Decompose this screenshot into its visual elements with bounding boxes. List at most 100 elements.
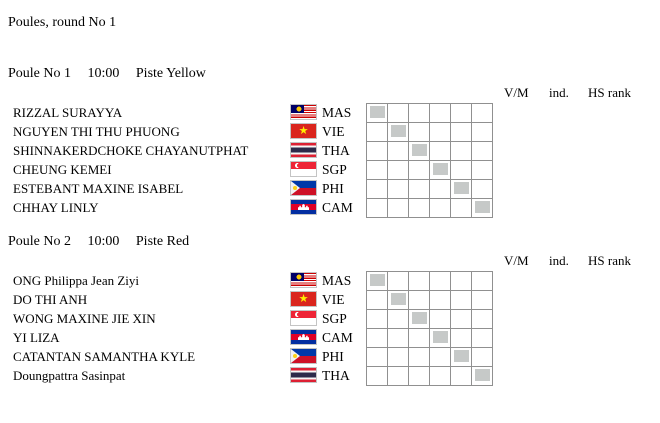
score-cell	[429, 122, 451, 142]
score-cell	[471, 103, 493, 123]
fencer-row: ESTEBANT MAXINE ISABEL PHI	[0, 179, 660, 198]
vm-column-header: V/M	[504, 253, 529, 268]
score-cell	[450, 271, 472, 291]
vietnam-flag-icon	[290, 123, 317, 139]
score-cell	[429, 271, 451, 291]
fencer-row: Doungpattra Sasinpat THA	[0, 366, 660, 385]
score-cell	[366, 179, 388, 199]
diagonal-fill	[370, 106, 385, 118]
fencer-name: DO THI ANH	[13, 292, 88, 307]
score-cell	[408, 179, 430, 199]
score-cell	[366, 198, 388, 218]
score-cell-blocked	[429, 160, 451, 180]
fencer-name: YI LIZA	[13, 330, 60, 345]
score-cell-blocked	[450, 347, 472, 367]
score-cell	[429, 179, 451, 199]
thailand-flag-icon	[290, 142, 317, 158]
country-code: THA	[322, 143, 350, 158]
fencer-row: DO THI ANH VIE	[0, 290, 660, 309]
score-cell	[471, 309, 493, 329]
country-code: THA	[322, 368, 350, 383]
score-cell	[429, 366, 451, 386]
score-cell	[429, 198, 451, 218]
country-code: CAM	[322, 330, 353, 345]
score-cell	[450, 328, 472, 348]
score-cell	[471, 122, 493, 142]
poule-2-number: Poule No 2	[8, 234, 71, 249]
country-code: SGP	[322, 162, 347, 177]
poule-2-piste: Piste Red	[135, 234, 190, 249]
country-code: PHI	[322, 349, 344, 364]
score-cell	[429, 103, 451, 123]
philippines-flag-icon	[290, 180, 317, 196]
score-cell	[408, 366, 430, 386]
fencer-row: CHHAY LINLY CAM	[0, 198, 660, 217]
malaysia-flag-icon	[290, 272, 317, 288]
fencer-row: WONG MAXINE JIE XIN SGP	[0, 309, 660, 328]
score-cell	[387, 160, 409, 180]
country-code: VIE	[322, 124, 345, 139]
country-code: SGP	[322, 311, 347, 326]
country-code: MAS	[322, 273, 352, 288]
score-cell	[408, 271, 430, 291]
fencer-row: NGUYEN THI THU PHUONG VIE	[0, 122, 660, 141]
score-cell	[450, 160, 472, 180]
score-cell	[471, 347, 493, 367]
score-cell	[387, 103, 409, 123]
hs-rank-column-header: HS rank	[588, 85, 631, 100]
poule-1-score-grid	[366, 103, 493, 218]
fencer-name: ESTEBANT MAXINE ISABEL	[13, 181, 184, 196]
vm-column-header: V/M	[504, 85, 529, 100]
score-cell	[450, 141, 472, 161]
malaysia-flag-icon	[290, 104, 317, 120]
fencer-row: CHEUNG KEMEI SGP	[0, 160, 660, 179]
score-cell	[387, 347, 409, 367]
page-title: Poules, round No 1	[8, 15, 117, 30]
score-cell	[366, 366, 388, 386]
score-cell	[366, 328, 388, 348]
score-cell	[366, 347, 388, 367]
score-cell	[408, 328, 430, 348]
fencer-row: CATANTAN SAMANTHA KYLE PHI	[0, 347, 660, 366]
poule-1-time: 10:00	[87, 66, 120, 81]
poule-1-header: Poule No 1 10:00 Piste Yellow	[8, 66, 219, 82]
score-cell-blocked	[408, 309, 430, 329]
diagonal-fill	[433, 163, 448, 175]
diagonal-fill	[412, 144, 427, 156]
score-cell	[450, 366, 472, 386]
score-cell-blocked	[387, 122, 409, 142]
score-cell	[471, 160, 493, 180]
poule-2-time: 10:00	[87, 234, 120, 249]
poule-1-number: Poule No 1	[8, 66, 71, 81]
score-cell-blocked	[450, 179, 472, 199]
score-cell	[387, 309, 409, 329]
score-cell-blocked	[366, 271, 388, 291]
thailand-flag-icon	[290, 367, 317, 383]
country-code: CAM	[322, 200, 353, 215]
score-cell	[387, 198, 409, 218]
score-cell	[471, 141, 493, 161]
poule-1-column-headers: V/M ind. HS rank	[0, 85, 660, 100]
score-cell	[450, 103, 472, 123]
score-cell-blocked	[471, 366, 493, 386]
score-cell	[471, 179, 493, 199]
cambodia-flag-icon	[290, 329, 317, 345]
score-cell	[387, 366, 409, 386]
diagonal-fill	[475, 201, 490, 213]
score-cell	[471, 271, 493, 291]
fencer-name: SHINNAKERDCHOKE CHAYANUTPHAT	[13, 143, 249, 158]
country-code: MAS	[322, 105, 352, 120]
cambodia-flag-icon	[290, 199, 317, 215]
score-cell	[366, 160, 388, 180]
score-cell	[366, 290, 388, 310]
score-cell	[450, 122, 472, 142]
fencer-name: RIZZAL SURAYYA	[13, 105, 123, 120]
philippines-flag-icon	[290, 348, 317, 364]
fencer-name: CHEUNG KEMEI	[13, 162, 112, 177]
diagonal-fill	[391, 125, 406, 137]
diagonal-fill	[433, 331, 448, 343]
fencer-row: RIZZAL SURAYYA MAS	[0, 103, 660, 122]
score-cell-blocked	[387, 290, 409, 310]
score-cell	[408, 198, 430, 218]
